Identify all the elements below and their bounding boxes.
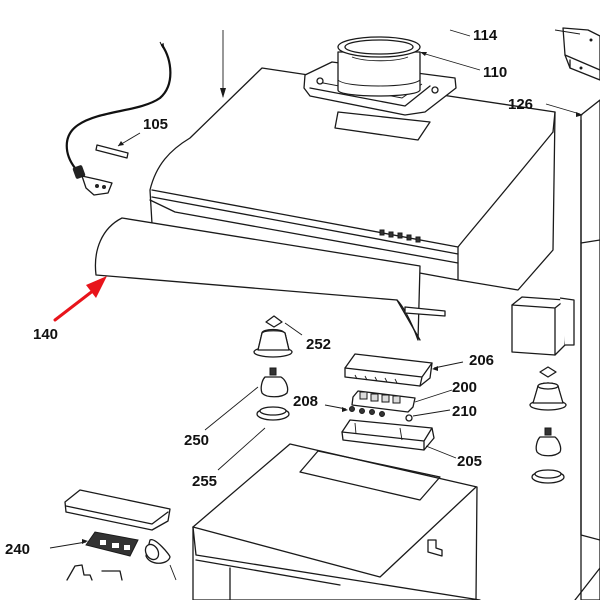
callout-label-200: 200: [452, 379, 477, 396]
part-140-front-visor: [94, 217, 446, 341]
power-cord: [65, 41, 172, 196]
leader-110: [420, 52, 481, 71]
part-200-switch-block: [351, 389, 453, 413]
part-206-control-cover: [344, 353, 464, 387]
bracket-bottom-left: [66, 564, 123, 581]
hood-body: [149, 67, 556, 291]
part-105-clamp: [95, 132, 141, 159]
callout-label-240: 240: [5, 541, 30, 558]
callout-label-250: 250: [184, 432, 209, 449]
leader-114: [449, 29, 471, 37]
plug-icon: [72, 165, 113, 196]
callout-label-252: 252: [306, 336, 331, 353]
callout-label-208: 208: [293, 393, 318, 410]
hood-control-buttons: [379, 229, 421, 243]
right-lamp-assembly: [511, 296, 575, 484]
callout-label-205: 205: [457, 453, 482, 470]
callout-label-140: 140: [33, 326, 58, 343]
capacitor: [144, 539, 177, 581]
part-250-bulb: [204, 367, 289, 431]
highlight-arrow-140: [53, 276, 107, 322]
callout-label-114: 114: [473, 27, 498, 44]
filter-tray: [64, 489, 171, 531]
callout-label-126: 126: [508, 96, 533, 113]
part-208-switch-buttons: [324, 404, 385, 417]
callout-label-255: 255: [192, 473, 217, 490]
part-252-lamp-holder: [253, 315, 303, 358]
part-205-switch-housing: [341, 419, 457, 459]
part-110-outlet-flange: [303, 36, 457, 116]
guide-arrow: [220, 30, 226, 98]
callout-label-105: 105: [143, 116, 168, 133]
part-240-circuit-board: [49, 531, 139, 557]
callout-label-210: 210: [452, 403, 477, 420]
part-255-lamp-ring: [217, 406, 290, 471]
part-126-side-panel: [545, 99, 600, 600]
part-114-bracket: [554, 27, 600, 81]
lower-canopy: [192, 443, 481, 600]
part-210-indicator-light: [405, 409, 451, 422]
callout-label-206: 206: [469, 352, 494, 369]
callout-label-110: 110: [483, 64, 507, 81]
